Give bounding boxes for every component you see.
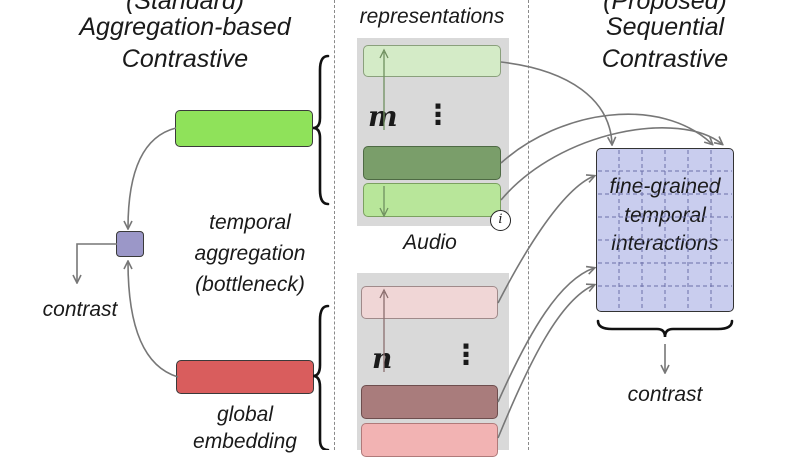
info-icon-glyph: i (498, 212, 503, 227)
info-icon: i (490, 210, 511, 231)
left-contrast-label: contrast (42, 298, 118, 321)
right-title-line1: (Proposed) (603, 0, 727, 15)
left-title-line3: Contrastive (121, 45, 249, 73)
audio-label: Audio (403, 231, 457, 254)
video-brace (312, 304, 330, 450)
grid-brace (596, 319, 734, 338)
aggregation-label-line2: aggregation (194, 242, 306, 265)
video-frame-bar-dark (361, 385, 498, 419)
video-ellipsis: ⋮ (452, 339, 480, 370)
aggregation-label-line1: temporal (209, 211, 291, 234)
audio-m-label: m (368, 100, 398, 133)
left-title-line1: (Standard) (125, 0, 245, 15)
global-embedding-label-line2: embedding (193, 430, 297, 453)
aggregation-label-line3: (bottleneck) (195, 273, 305, 296)
audio-ellipsis: ⋮ (424, 99, 452, 130)
video-global-embedding-bar (176, 360, 314, 394)
braces (312, 54, 734, 450)
left-title-line2: Aggregation-based (79, 13, 291, 41)
grid-lines (598, 150, 732, 310)
global-embedding-label-line1: global (216, 403, 274, 426)
right-contrast-label: contrast (627, 383, 703, 406)
video-n-label: n (372, 342, 393, 375)
right-title-line2: Sequential (605, 13, 725, 41)
audio-brace (312, 54, 330, 206)
separator-left (334, 0, 335, 450)
separator-right (528, 0, 529, 450)
right-title-line3: Contrastive (601, 45, 729, 73)
audio-frame-bar-dark (363, 146, 501, 180)
middle-title-line2: representations (359, 5, 505, 28)
audio-frame-bar-first (363, 45, 501, 77)
